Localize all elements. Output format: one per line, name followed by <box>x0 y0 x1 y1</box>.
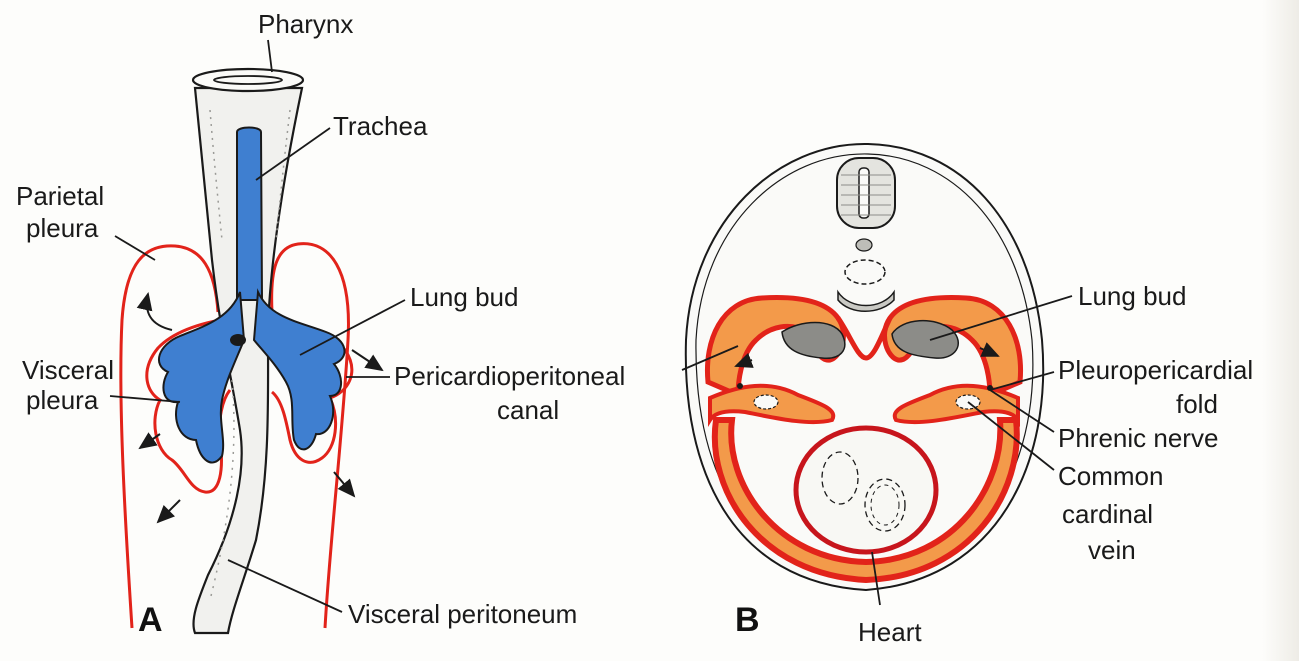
label-pericardioperitoneal-2: canal <box>497 396 559 425</box>
pharynx-opening <box>193 69 303 91</box>
page-edge-shadow <box>1262 0 1299 661</box>
panel-letter-b: B <box>735 601 760 640</box>
label-phrenic-nerve: Phrenic nerve <box>1058 424 1218 453</box>
label-lung-bud-b: Lung bud <box>1078 282 1186 311</box>
label-visceral-pleura-1: Visceral <box>22 356 114 385</box>
label-heart: Heart <box>858 618 922 647</box>
trachea <box>237 128 262 301</box>
panel-b-illustration <box>686 144 1043 590</box>
label-common-cardinal-3: vein <box>1088 536 1136 565</box>
label-pharynx: Pharynx <box>258 10 353 39</box>
label-common-cardinal-1: Common <box>1058 462 1163 491</box>
label-pericardioperitoneal-1: Pericardioperitoneal <box>394 362 625 391</box>
label-common-cardinal-2: cardinal <box>1062 500 1153 529</box>
label-parietal-pleura-2: pleura <box>26 214 98 243</box>
label-parietal-pleura-1: Parietal <box>16 182 104 211</box>
label-visceral-peritoneum: Visceral peritoneum <box>348 600 577 629</box>
label-lung-bud-a: Lung bud <box>410 283 518 312</box>
label-pleuropericardial-2: fold <box>1176 390 1218 419</box>
pericardial-cavity <box>796 428 936 552</box>
panel-a-illustration <box>121 69 382 633</box>
label-trachea: Trachea <box>333 112 427 141</box>
label-pleuropericardial-1: Pleuropericardial <box>1058 356 1253 385</box>
label-visceral-pleura-2: pleura <box>26 386 98 415</box>
panel-letter-a: A <box>138 601 163 640</box>
